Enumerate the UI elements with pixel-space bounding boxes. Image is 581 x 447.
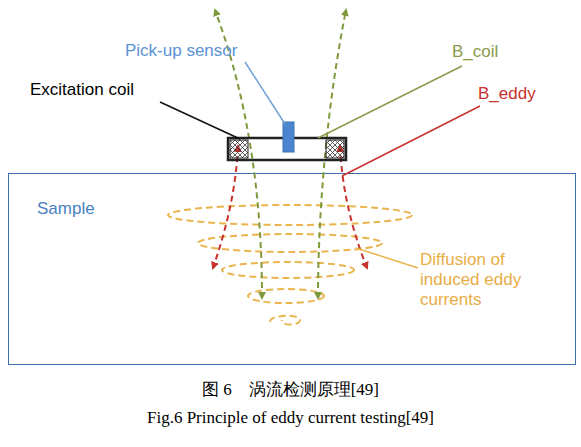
- leader-line: [356, 248, 418, 268]
- leader-line: [342, 106, 480, 176]
- eddy-loop: [248, 289, 324, 303]
- leader-line: [245, 62, 285, 124]
- eddy-loop: [198, 234, 382, 252]
- leader-line: [318, 66, 462, 138]
- coil-winding: [230, 140, 248, 158]
- pick-up-sensor: [283, 122, 294, 152]
- eddy-loop: [222, 262, 354, 278]
- eddy-current-label: Diffusion of induced eddy currents: [420, 250, 538, 310]
- field-label: B_eddy: [478, 84, 536, 104]
- leader-line: [160, 102, 240, 139]
- caption-english: Fig.6 Principle of eddy current testing[…: [0, 408, 581, 428]
- caption: 图 6 涡流检测原理[49]: [0, 378, 581, 401]
- eddy-current-loops: [168, 205, 412, 325]
- field-label: B_coil: [452, 42, 498, 62]
- eddy-spiral: [270, 316, 300, 325]
- coil-label: Excitation coil: [30, 80, 134, 100]
- coil-winding: [326, 140, 344, 158]
- eddy-loop: [168, 205, 412, 225]
- sensor-label: Pick-up sensor: [125, 41, 237, 61]
- block-label: Sample: [37, 199, 95, 219]
- eddy-field-lines: [213, 146, 367, 268]
- field-line: [213, 146, 238, 268]
